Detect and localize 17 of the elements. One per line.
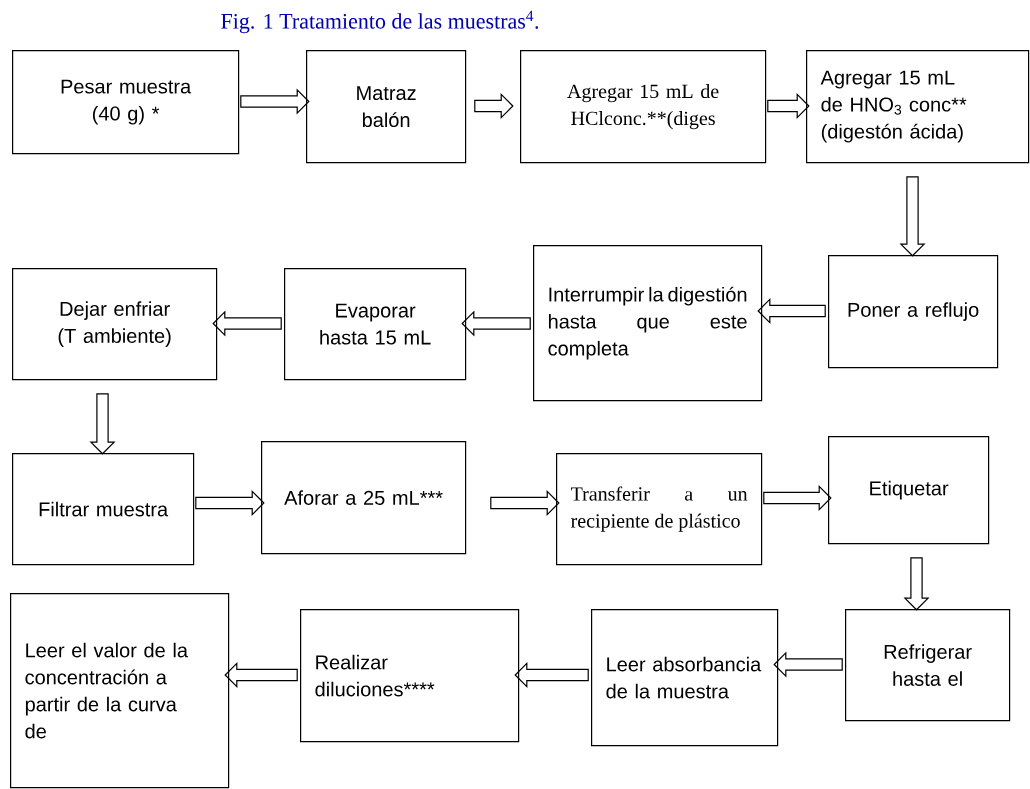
- process-box: Agregar 15 mL de HClconc.**(diges: [520, 50, 767, 164]
- process-box: Transferir a un recipiente de plástico: [556, 453, 763, 566]
- process-box: Leer absorbancia de la muestra: [591, 609, 779, 747]
- process-box: Aforar a 25 mL***: [261, 441, 467, 555]
- process-box: Interrumpir la digestión hasta que este completa: [533, 245, 763, 402]
- process-box: Refrigerar hasta el: [845, 609, 1011, 722]
- process-box: Evaporar hasta 15 mL: [284, 268, 467, 381]
- process-box: Etiquetar: [828, 436, 990, 545]
- process-box: Pesar muestra (40 g) *: [12, 50, 240, 155]
- process-box: Dejar enfriar (T ambiente): [12, 268, 218, 381]
- process-box: Realizar diluciones****: [300, 609, 520, 743]
- process-box: Filtrar muestra: [12, 453, 195, 566]
- process-box: Poner a reflujo: [828, 255, 999, 369]
- process-box: Agregar 15 mL de HNO$_{3}$ conc** (digestón ácida): [806, 50, 1030, 164]
- figure-title: Fig. 1 Tratamiento de las muestras$^{4}$.: [221, 10, 539, 34]
- process-box: Matraz balón: [306, 50, 467, 164]
- process-box: Leer el valor de la concentración a partir de la curva de: [10, 593, 230, 789]
